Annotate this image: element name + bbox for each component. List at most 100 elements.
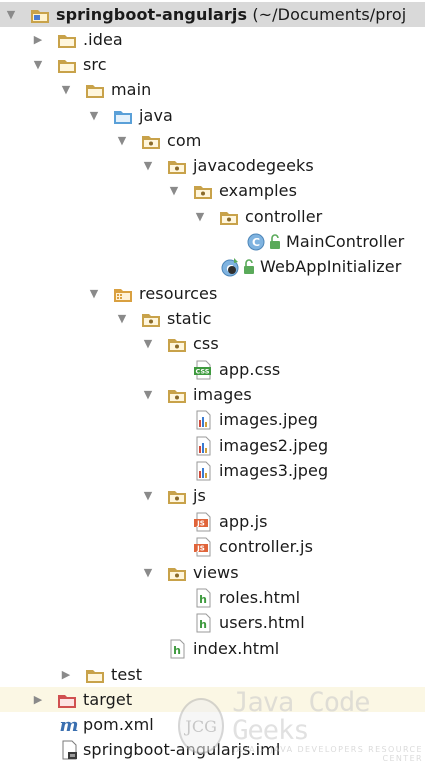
tree-item-users-html[interactable]: h users.html: [0, 610, 425, 635]
svg-text:CSS: CSS: [196, 367, 210, 375]
tree-item-label: java: [139, 106, 173, 125]
tree-item-css[interactable]: ▼ css: [0, 331, 425, 356]
tree-item-maincontroller[interactable]: C MainController: [0, 229, 425, 254]
expand-arrow-icon[interactable]: ▼: [89, 287, 99, 300]
tree-item-main[interactable]: ▼ main: [0, 77, 425, 102]
tree-item-label: images3.jpeg: [219, 461, 329, 480]
package-folder-icon: [219, 207, 239, 227]
resources-folder-icon: [113, 284, 133, 304]
expand-arrow-icon[interactable]: ▼: [89, 109, 99, 122]
tree-item-controller-js[interactable]: JS controller.js: [0, 534, 425, 559]
tree-item-images2-jpeg[interactable]: images2.jpeg: [0, 433, 425, 458]
tree-item-label: static: [167, 309, 212, 328]
expand-arrow-icon[interactable]: ▼: [143, 388, 153, 401]
folder-icon: [167, 334, 187, 354]
expand-arrow-icon[interactable]: ▼: [143, 159, 153, 172]
tree-item-resources[interactable]: ▼ resources: [0, 281, 425, 306]
tree-item-images3-jpeg[interactable]: images3.jpeg: [0, 458, 425, 483]
javascript-file-icon: JS: [193, 512, 213, 532]
folder-icon: [167, 486, 187, 506]
tree-item-controller[interactable]: ▼ controller: [0, 204, 425, 229]
tree-item-label: MainController: [286, 232, 405, 251]
lock-open-icon: [242, 257, 256, 277]
tree-item-label: app.css: [219, 360, 281, 379]
expand-arrow-icon[interactable]: ▼: [143, 489, 153, 502]
image-file-icon: [193, 436, 213, 456]
tree-item-js[interactable]: ▼ js: [0, 483, 425, 508]
html-file-icon: h: [193, 613, 213, 633]
folder-icon: [167, 563, 187, 583]
package-folder-icon: [167, 156, 187, 176]
tree-item-label: pom.xml: [83, 715, 154, 734]
tree-item-label: target: [83, 690, 133, 709]
expand-arrow-icon[interactable]: ▼: [33, 58, 43, 71]
tree-item-label: com: [167, 131, 202, 150]
expand-arrow-icon[interactable]: ▼: [6, 8, 16, 21]
svg-text:h: h: [199, 593, 207, 606]
tree-root-row[interactable]: ▼ springboot-angularjs (~/Documents/proj: [0, 2, 425, 27]
expand-arrow-icon[interactable]: ▼: [117, 134, 127, 147]
expand-arrow-icon[interactable]: ▼: [117, 312, 127, 325]
collapsed-arrow-icon[interactable]: ▶: [61, 668, 71, 681]
collapsed-arrow-icon[interactable]: ▶: [33, 33, 43, 46]
tree-item-javacodegeeks[interactable]: ▼ javacodegeeks: [0, 153, 425, 178]
svg-text:m: m: [59, 715, 78, 735]
folder-icon: [85, 80, 105, 100]
tree-item-label: resources: [139, 284, 218, 303]
svg-text:JS: JS: [196, 519, 205, 527]
tree-item-index-html[interactable]: h index.html: [0, 636, 425, 661]
tree-item-images-jpeg[interactable]: images.jpeg: [0, 407, 425, 432]
tree-item-static[interactable]: ▼ static: [0, 306, 425, 331]
tree-item-test[interactable]: ▶ test: [0, 662, 425, 687]
source-folder-icon: [113, 106, 133, 126]
html-file-icon: h: [193, 588, 213, 608]
package-folder-icon: [141, 131, 161, 151]
html-file-icon: h: [167, 639, 187, 659]
tree-item-label: images2.jpeg: [219, 436, 329, 455]
svg-text:h: h: [199, 618, 207, 631]
tree-item-pom-xml[interactable]: m pom.xml: [0, 712, 425, 737]
tree-item-app-css[interactable]: CSS app.css: [0, 357, 425, 382]
collapsed-arrow-icon[interactable]: ▶: [33, 693, 43, 706]
tree-item-src[interactable]: ▼ src: [0, 52, 425, 77]
svg-text:JS: JS: [196, 544, 205, 552]
expand-arrow-icon[interactable]: ▼: [169, 184, 179, 197]
java-class-icon: C: [246, 232, 266, 252]
folder-icon: [167, 385, 187, 405]
root-label: springboot-angularjs (~/Documents/proj: [56, 5, 406, 24]
tree-item-idea[interactable]: ▶ .idea: [0, 27, 425, 52]
tree-item-webappinitializer[interactable]: C WebAppInitializer: [0, 254, 425, 279]
tree-item-app-js[interactable]: JS app.js: [0, 509, 425, 534]
tree-item-iml[interactable]: springboot-angularjs.iml: [0, 737, 425, 762]
tree-item-examples[interactable]: ▼ examples: [0, 178, 425, 203]
tree-item-com[interactable]: ▼ com: [0, 128, 425, 153]
spring-config-class-icon: C: [220, 257, 240, 277]
folder-icon: [57, 30, 77, 50]
tree-item-label: examples: [219, 181, 298, 200]
tree-item-label: controller.js: [219, 537, 314, 556]
root-name: springboot-angularjs: [56, 5, 248, 24]
expand-arrow-icon[interactable]: ▼: [143, 337, 153, 350]
tree-item-target[interactable]: ▶ target: [0, 687, 425, 712]
folder-icon: [57, 55, 77, 75]
svg-text:C: C: [252, 236, 260, 249]
tree-item-label: js: [193, 486, 206, 505]
module-folder-icon: [30, 5, 50, 25]
tree-item-label: images: [193, 385, 252, 404]
expand-arrow-icon[interactable]: ▼: [195, 210, 205, 223]
tree-item-label: WebAppInitializer: [260, 257, 402, 276]
tree-item-java[interactable]: ▼ java: [0, 103, 425, 128]
tree-item-views[interactable]: ▼ views: [0, 560, 425, 585]
tree-item-label: main: [111, 80, 152, 99]
excluded-folder-icon: [57, 690, 77, 710]
image-file-icon: [193, 461, 213, 481]
maven-icon: m: [59, 715, 79, 736]
tree-item-label: controller: [245, 207, 323, 226]
tree-item-images[interactable]: ▼ images: [0, 382, 425, 407]
tree-item-label: javacodegeeks: [193, 156, 314, 175]
tree-item-label: roles.html: [219, 588, 301, 607]
tree-item-roles-html[interactable]: h roles.html: [0, 585, 425, 610]
expand-arrow-icon[interactable]: ▼: [61, 83, 71, 96]
expand-arrow-icon[interactable]: ▼: [143, 566, 153, 579]
